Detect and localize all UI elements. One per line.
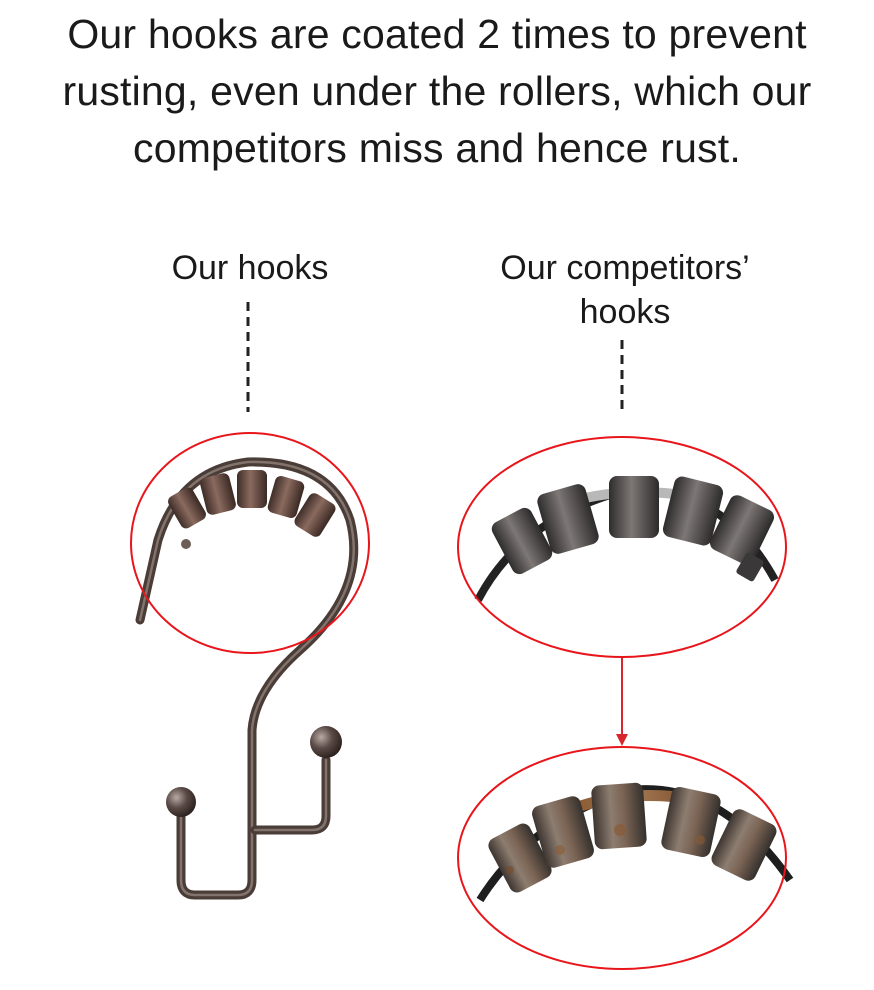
our-hooks-callout-circle	[130, 432, 370, 654]
competitor-hooks-label-line-2: hooks	[579, 293, 671, 331]
our-hooks-label: Our hooks	[130, 246, 370, 290]
hook-ball-right	[310, 726, 342, 758]
competitor-hooks-label-line-1: Our competitors’	[500, 249, 750, 287]
competitor-hooks-label: Our competitors’ hooks	[450, 246, 800, 334]
our-hook-rollers	[168, 470, 336, 537]
competitor-rusted-callout-circle	[457, 746, 787, 970]
headline-line-1: Our hooks are coated 2 times to prevent	[67, 11, 807, 57]
headline: Our hooks are coated 2 times to prevent …	[0, 6, 874, 177]
our-hooks-label-text: Our hooks	[171, 249, 329, 287]
competitor-new-callout-circle	[457, 436, 787, 658]
hook-ball-left	[166, 787, 196, 817]
headline-line-2: rusting, even under the rollers, which o…	[62, 68, 812, 114]
down-arrow-icon	[616, 658, 628, 746]
competitor-rusted-rollers-image	[476, 782, 794, 903]
our-hook-image	[135, 457, 359, 900]
competitor-new-rollers-image	[474, 476, 779, 602]
headline-line-3: competitors miss and hence rust.	[133, 125, 741, 171]
